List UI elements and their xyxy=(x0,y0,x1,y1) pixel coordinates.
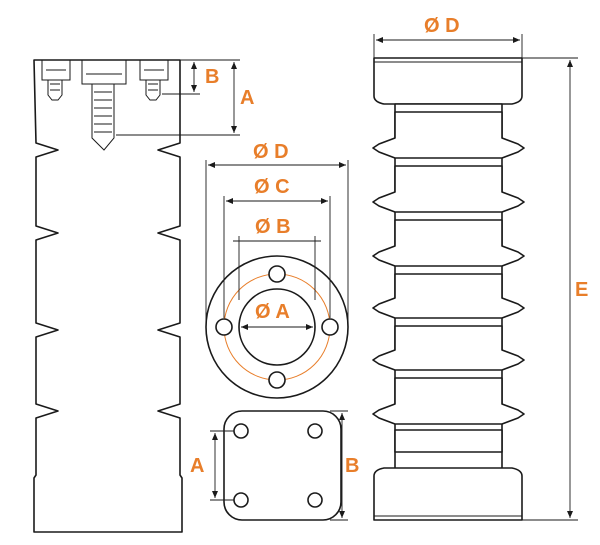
bolt-hole-top xyxy=(268,265,286,283)
center-threaded-insert xyxy=(81,59,127,151)
dimension-od-a: Ø A xyxy=(241,301,313,330)
dimension-od-d-flange: Ø D xyxy=(205,141,349,327)
shed-4 xyxy=(372,273,525,319)
label-b-base: B xyxy=(345,455,359,477)
insulator-section-outline xyxy=(33,59,183,533)
shed-2 xyxy=(372,165,525,213)
dimension-od-d-outer: Ø D xyxy=(373,15,523,58)
dimension-a-base: A xyxy=(190,430,234,501)
outer-elevation-view: Ø D E xyxy=(372,15,588,521)
dimension-b-base: B xyxy=(330,410,359,521)
dimension-od-b: Ø B xyxy=(233,216,321,300)
square-base-outline xyxy=(223,410,342,521)
dimension-od-c: Ø C xyxy=(223,176,331,318)
base-hole-bottom-right xyxy=(307,492,323,508)
shed-6 xyxy=(372,377,525,425)
label-od-a: Ø A xyxy=(255,301,290,323)
bolt-hole-bottom xyxy=(268,371,286,389)
label-a-side: A xyxy=(240,87,254,109)
top-cap xyxy=(373,57,523,105)
label-b-side: B xyxy=(205,66,219,88)
label-e: E xyxy=(575,279,588,301)
side-section-view: B A xyxy=(33,59,254,533)
weather-sheds xyxy=(372,111,525,453)
flange-bore-circle xyxy=(238,288,316,366)
label-od-c: Ø C xyxy=(254,176,290,198)
right-threaded-insert xyxy=(139,59,169,101)
shed-3 xyxy=(372,219,525,267)
shed-7 xyxy=(394,429,503,453)
bottom-cap xyxy=(373,467,523,521)
left-threaded-insert xyxy=(41,59,71,101)
dimension-a-side: A xyxy=(116,59,254,136)
shed-5 xyxy=(372,325,525,371)
label-a-base: A xyxy=(190,455,204,477)
dimension-b-side: B xyxy=(162,59,219,95)
bolt-hole-left xyxy=(215,318,233,336)
base-hole-top-right xyxy=(307,423,323,439)
label-od-b: Ø B xyxy=(255,216,291,238)
label-od-d-outer: Ø D xyxy=(424,15,460,37)
base-hole-bottom-left xyxy=(233,492,249,508)
shed-1 xyxy=(372,111,525,159)
square-base-view: A B xyxy=(190,410,359,521)
dimension-e: E xyxy=(522,57,588,521)
label-od-d-flange: Ø D xyxy=(253,141,289,163)
bolt-hole-right xyxy=(321,318,339,336)
base-hole-top-left xyxy=(233,423,249,439)
flange-top-view: Ø D Ø C Ø B Ø A xyxy=(205,141,349,399)
